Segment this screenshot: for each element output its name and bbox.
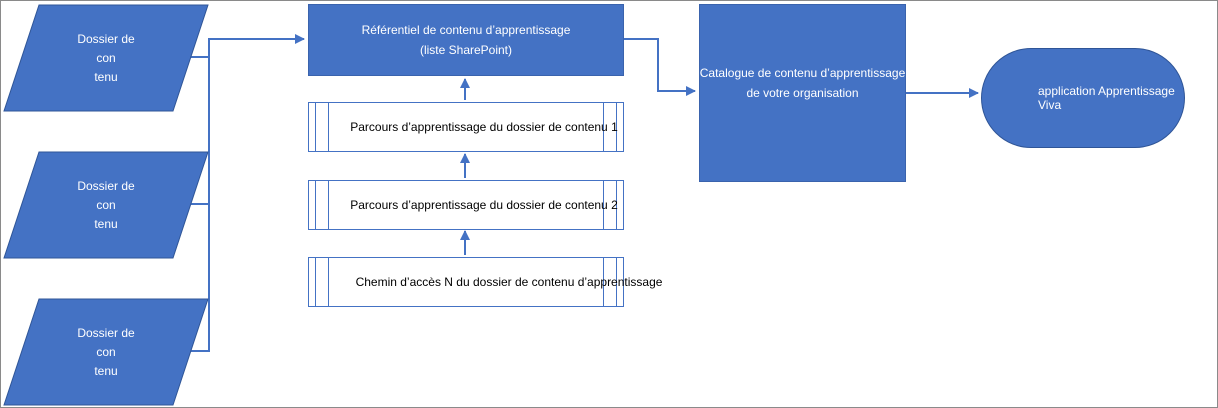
- content-folder-1: Dossier de con tenu: [3, 4, 209, 112]
- repository-title: Référentiel de contenu d’apprentissage: [361, 23, 571, 37]
- content-folder-label-line: tenu: [94, 363, 118, 378]
- viva-learning-app: application Apprentissage Viva: [981, 48, 1185, 148]
- connector-repository-to-catalog: [624, 38, 696, 96]
- learning-path-label: Parcours d’apprentissage du dossier de c…: [350, 198, 618, 212]
- learning-path-label: Parcours d’apprentissage du dossier de c…: [350, 120, 618, 134]
- learning-path-label: Chemin d’accès N du dossier de contenu d…: [355, 275, 663, 289]
- catalog-subtitle: de votre organisation: [746, 86, 859, 100]
- repository-subtitle: (liste SharePoint): [419, 43, 513, 57]
- content-folder-3: Dossier de con tenu: [3, 298, 209, 406]
- content-folder-label-line: Dossier de: [77, 325, 135, 340]
- learning-path-box-1: Parcours d’apprentissage du dossier de c…: [308, 102, 624, 152]
- content-folder-label-line: Dossier de: [77, 178, 135, 193]
- parallelogram-shape: [3, 298, 209, 406]
- content-folder-label-line: Dossier de: [77, 31, 135, 46]
- catalog-title: Catalogue de contenu d’apprentissage: [699, 66, 906, 80]
- content-folder-label-line: con: [96, 50, 116, 65]
- content-folder-label-line: tenu: [94, 216, 118, 231]
- content-folder-label-line: tenu: [94, 69, 118, 84]
- content-folder-2: Dossier de con tenu: [3, 151, 209, 259]
- organization-content-catalog: Catalogue de contenu d’apprentissage de …: [699, 4, 906, 182]
- learning-path-box-n: Chemin d’accès N du dossier de contenu d…: [308, 257, 663, 307]
- parallelogram-shape: [3, 151, 209, 259]
- content-folder-label-line: con: [96, 197, 116, 212]
- app-label: application Apprentissage Viva: [1038, 84, 1175, 112]
- content-folder-label-line: con: [96, 344, 116, 359]
- learning-content-repository: Référentiel de contenu d’apprentissage (…: [308, 4, 624, 76]
- parallelogram-shape: [3, 4, 209, 112]
- learning-path-box-2: Parcours d’apprentissage du dossier de c…: [308, 180, 624, 230]
